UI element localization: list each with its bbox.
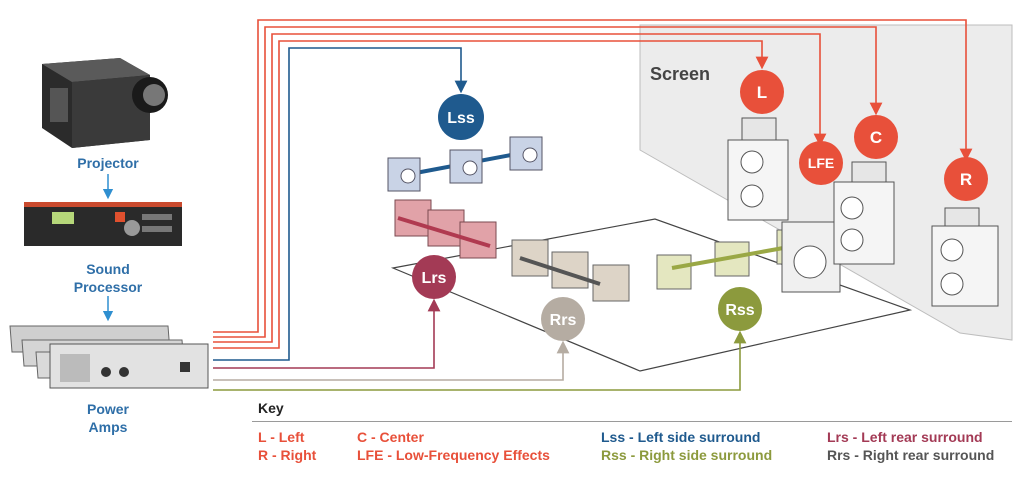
badge-l: L: [740, 70, 784, 114]
badge-lss-text: Lss: [447, 110, 475, 127]
projector-label: Projector: [77, 155, 139, 171]
key-rss: Rss - Right side surround: [601, 447, 773, 463]
lrs-speaker-group: [394, 199, 497, 259]
projector-icon: [42, 58, 168, 148]
lfe-speaker: [781, 221, 841, 293]
right-screen-speaker: [931, 207, 999, 307]
key-title: Key: [258, 400, 284, 416]
badge-lfe: LFE: [799, 141, 843, 185]
key-center: C - Center: [357, 429, 424, 445]
badge-r-text: R: [960, 170, 972, 189]
line-l: [213, 40, 769, 349]
badge-rss-text: Rss: [725, 302, 754, 319]
line-rrs: [213, 340, 570, 381]
rrs-speaker-group: [511, 239, 630, 302]
badge-lfe-text: LFE: [808, 155, 834, 171]
screen-label: Screen: [650, 64, 711, 84]
left-screen-speaker: [727, 117, 789, 221]
sound-processor-icon: [24, 202, 182, 246]
key-rrs: Rrs - Right rear surround: [827, 447, 995, 463]
badge-r: R: [944, 157, 988, 201]
badge-rss: Rss: [718, 287, 762, 331]
line-c: [213, 26, 883, 338]
badge-c-text: C: [870, 128, 882, 147]
badge-l-text: L: [757, 83, 767, 102]
badge-lss: Lss: [438, 94, 484, 140]
badge-c: C: [854, 115, 898, 159]
key-right: R - Right: [258, 447, 317, 463]
badge-lrs: Lrs: [412, 255, 456, 299]
line-r: [213, 19, 973, 333]
badge-rrs: Rrs: [541, 297, 585, 341]
badge-lrs-text: Lrs: [422, 270, 447, 287]
badge-rrs-text: Rrs: [550, 312, 577, 329]
center-screen-speaker: [833, 161, 895, 265]
lss-speaker-group: [387, 136, 543, 192]
key-divider: [252, 421, 1012, 422]
line-rss: [213, 330, 747, 391]
key-lrs: Lrs - Left rear surround: [827, 429, 983, 445]
power-amps-icon: [9, 325, 209, 389]
key-left: L - Left: [258, 429, 305, 445]
key-lss: Lss - Left side surround: [601, 429, 761, 445]
line-lfe: [213, 33, 827, 343]
line-lrs: [213, 298, 441, 369]
line-lss: [213, 47, 468, 361]
key-lfe: LFE - Low-Frequency Effects: [357, 447, 550, 463]
